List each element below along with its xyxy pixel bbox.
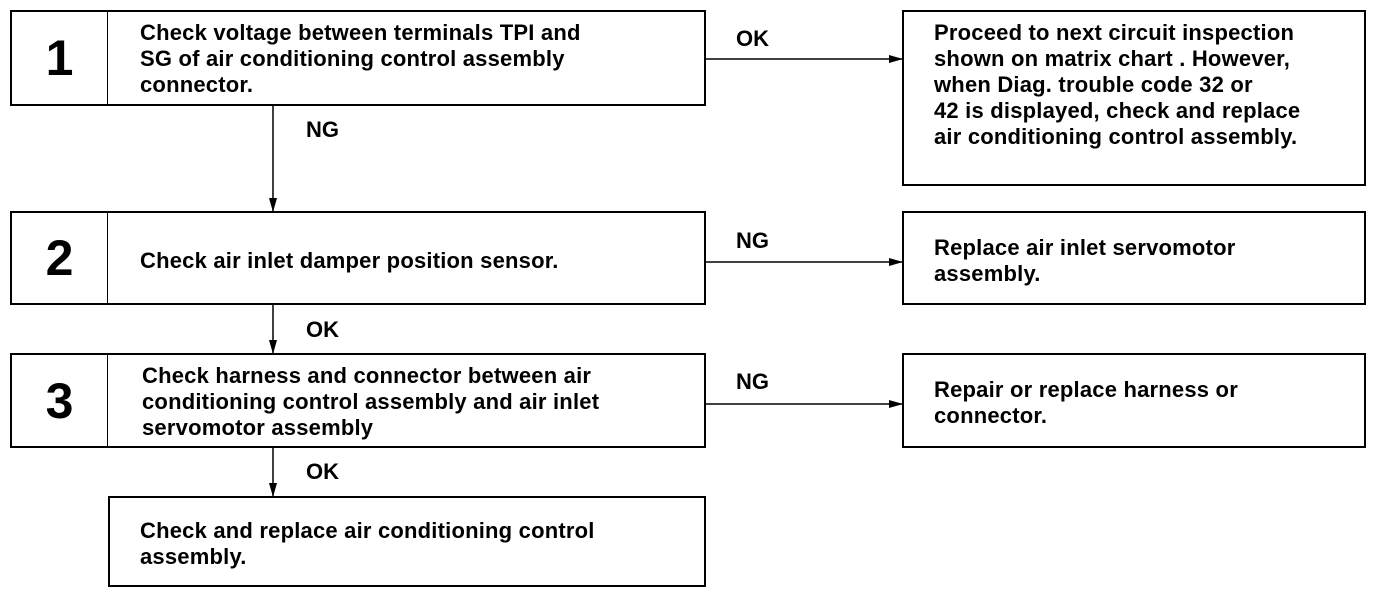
step-3-number: 3	[12, 355, 108, 446]
final-step-text: Check and replace air conditioning contr…	[140, 518, 595, 569]
step-2-ng-label: NG	[736, 228, 769, 253]
result-1-box: Proceed to next circuit inspection shown…	[902, 10, 1366, 186]
step-2-box: 2 Check air inlet damper position sensor…	[10, 211, 706, 305]
step-2-ok-label: OK	[306, 317, 339, 342]
result-3-text: Repair or replace harness or connector.	[934, 377, 1238, 428]
step-1-ok-label: OK	[736, 26, 769, 51]
step-2-number: 2	[12, 213, 108, 303]
step-3-ng-label: NG	[736, 369, 769, 394]
step-1-number: 1	[12, 12, 108, 104]
step-1-text: Check voltage between terminals TPI and …	[140, 20, 581, 97]
step-3-ok-label: OK	[306, 459, 339, 484]
step-2-text: Check air inlet damper position sensor.	[140, 248, 559, 273]
step-3-box: 3 Check harness and connector between ai…	[10, 353, 706, 448]
step-1-box: 1 Check voltage between terminals TPI an…	[10, 10, 706, 106]
final-step-box: Check and replace air conditioning contr…	[108, 496, 706, 587]
step-1-ng-label: NG	[306, 117, 339, 142]
result-3-box: Repair or replace harness or connector.	[902, 353, 1366, 448]
result-1-text: Proceed to next circuit inspection shown…	[934, 20, 1301, 149]
step-3-text: Check harness and connector between air …	[142, 363, 600, 440]
result-2-text: Replace air inlet servomotor assembly.	[934, 235, 1236, 286]
result-2-box: Replace air inlet servomotor assembly.	[902, 211, 1366, 305]
